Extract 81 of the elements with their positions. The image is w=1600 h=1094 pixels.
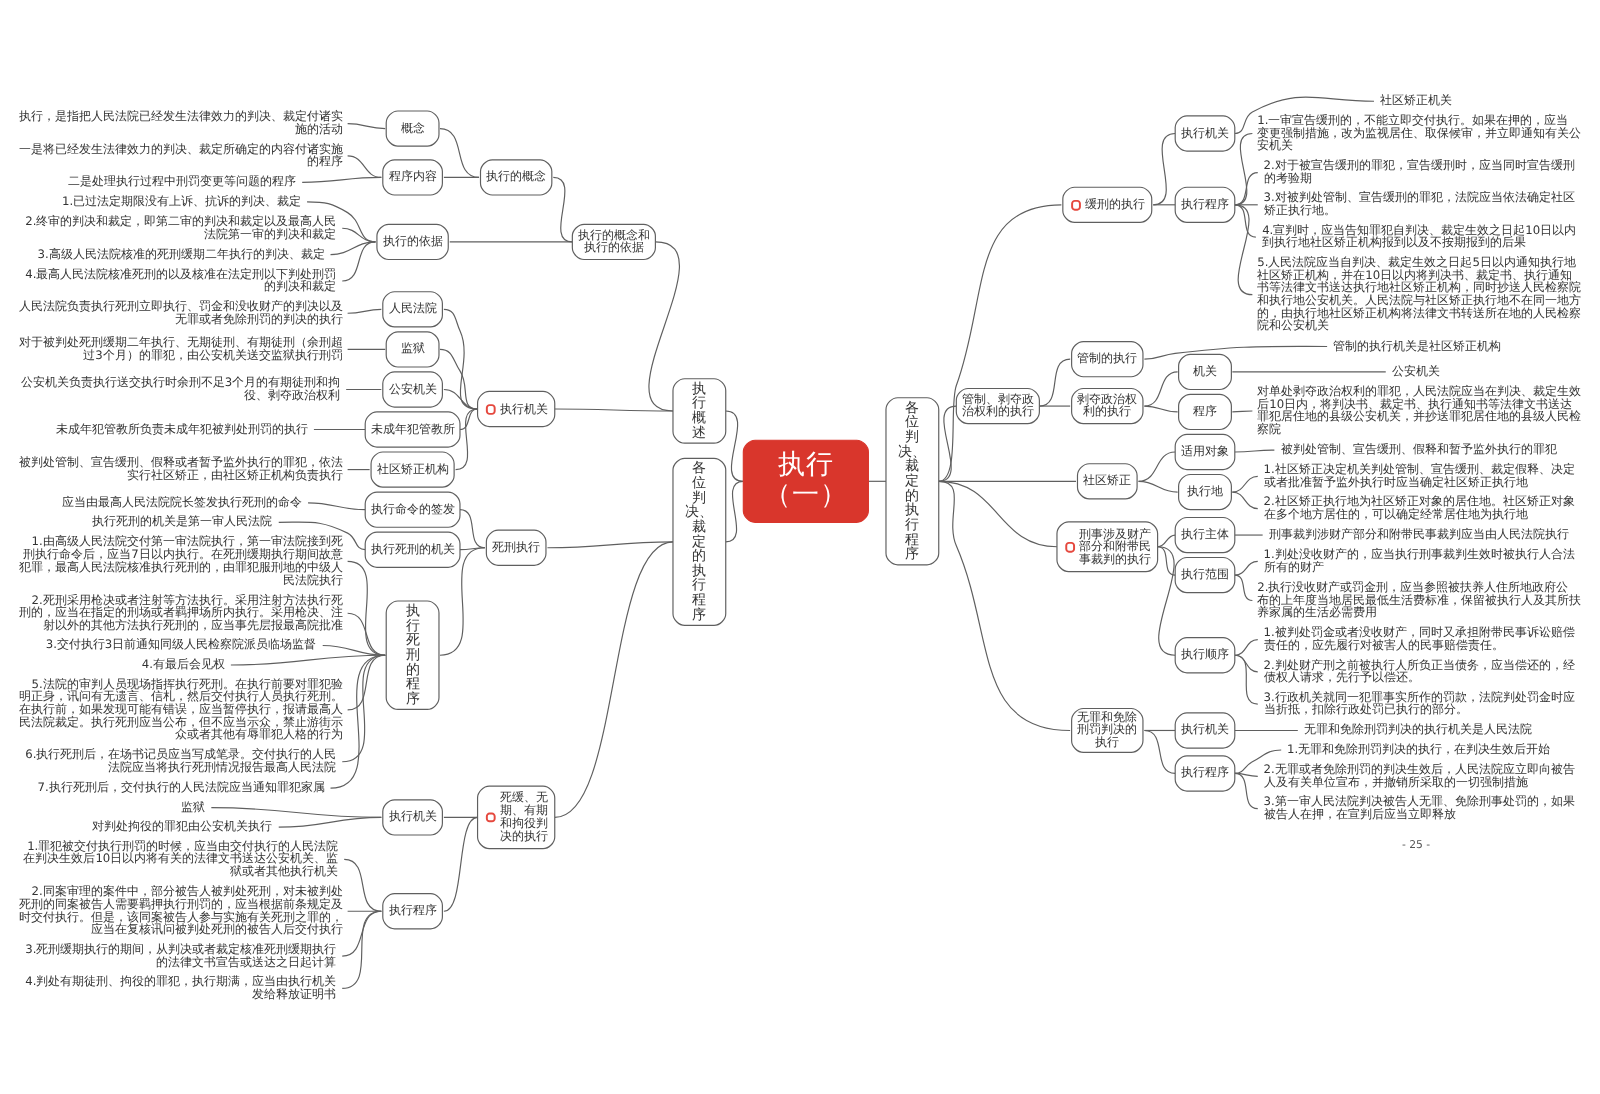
connector <box>1234 573 1253 601</box>
node-box: 执行 （一） <box>742 438 869 522</box>
connector <box>725 479 744 542</box>
connector <box>347 307 382 313</box>
connector <box>1234 771 1259 776</box>
connector <box>345 387 382 390</box>
connector <box>1038 357 1071 406</box>
connector <box>347 559 386 655</box>
connector <box>1137 450 1176 481</box>
connector <box>554 407 674 411</box>
connector <box>347 347 386 349</box>
connector <box>1234 748 1282 774</box>
connector <box>443 307 479 409</box>
connector <box>552 175 573 242</box>
connector <box>1234 170 1259 205</box>
connector <box>1038 404 1071 406</box>
connector <box>347 611 386 655</box>
connector <box>1234 728 1299 731</box>
connector <box>1143 370 1179 406</box>
connector <box>459 546 486 550</box>
connector <box>1231 370 1387 372</box>
connector <box>1157 533 1176 547</box>
connector <box>278 815 382 827</box>
connector <box>1143 728 1176 774</box>
connector <box>341 653 386 762</box>
connector <box>443 387 479 409</box>
connector <box>1234 653 1259 672</box>
connector <box>459 407 479 430</box>
connector <box>1143 404 1179 412</box>
connector <box>938 404 957 481</box>
connector <box>449 240 573 242</box>
connector <box>1157 545 1176 575</box>
connector <box>1231 490 1259 509</box>
connector <box>648 240 680 411</box>
connector <box>343 857 382 911</box>
connector <box>347 653 386 710</box>
connector <box>1152 203 1176 205</box>
connector <box>1234 771 1259 809</box>
connector <box>1234 638 1259 655</box>
connector <box>443 815 479 911</box>
connector <box>1234 131 1253 205</box>
connector <box>1234 653 1259 704</box>
connector <box>1234 533 1264 535</box>
connector <box>938 203 1062 481</box>
connector <box>1231 474 1259 492</box>
connector <box>347 468 371 470</box>
connector <box>307 501 366 510</box>
connector <box>1143 344 1328 359</box>
connector <box>1137 479 1179 492</box>
connector <box>301 175 382 182</box>
connector <box>443 175 480 178</box>
connector <box>1234 448 1275 452</box>
connector <box>455 407 479 470</box>
connector <box>347 154 382 178</box>
connector <box>313 427 366 430</box>
connector <box>439 347 479 409</box>
connector <box>341 240 377 281</box>
connector <box>1234 203 1259 205</box>
connector <box>1234 203 1257 237</box>
connector <box>725 409 744 481</box>
connector <box>443 815 479 817</box>
connector <box>1231 409 1253 412</box>
connector <box>459 508 486 548</box>
connector <box>341 909 382 956</box>
connector <box>1234 559 1259 575</box>
connector <box>546 540 674 548</box>
connector <box>554 540 674 817</box>
connector <box>341 909 382 988</box>
connector <box>1143 728 1176 731</box>
connector <box>278 520 366 550</box>
connector <box>439 127 480 178</box>
connector <box>329 653 386 788</box>
connector <box>1234 95 1375 134</box>
connector <box>439 546 486 655</box>
connector <box>1152 131 1176 205</box>
connector <box>341 226 377 242</box>
connector <box>938 479 1071 731</box>
connector <box>322 643 386 655</box>
connector <box>347 122 386 129</box>
connector <box>329 240 377 255</box>
connector <box>306 200 377 242</box>
